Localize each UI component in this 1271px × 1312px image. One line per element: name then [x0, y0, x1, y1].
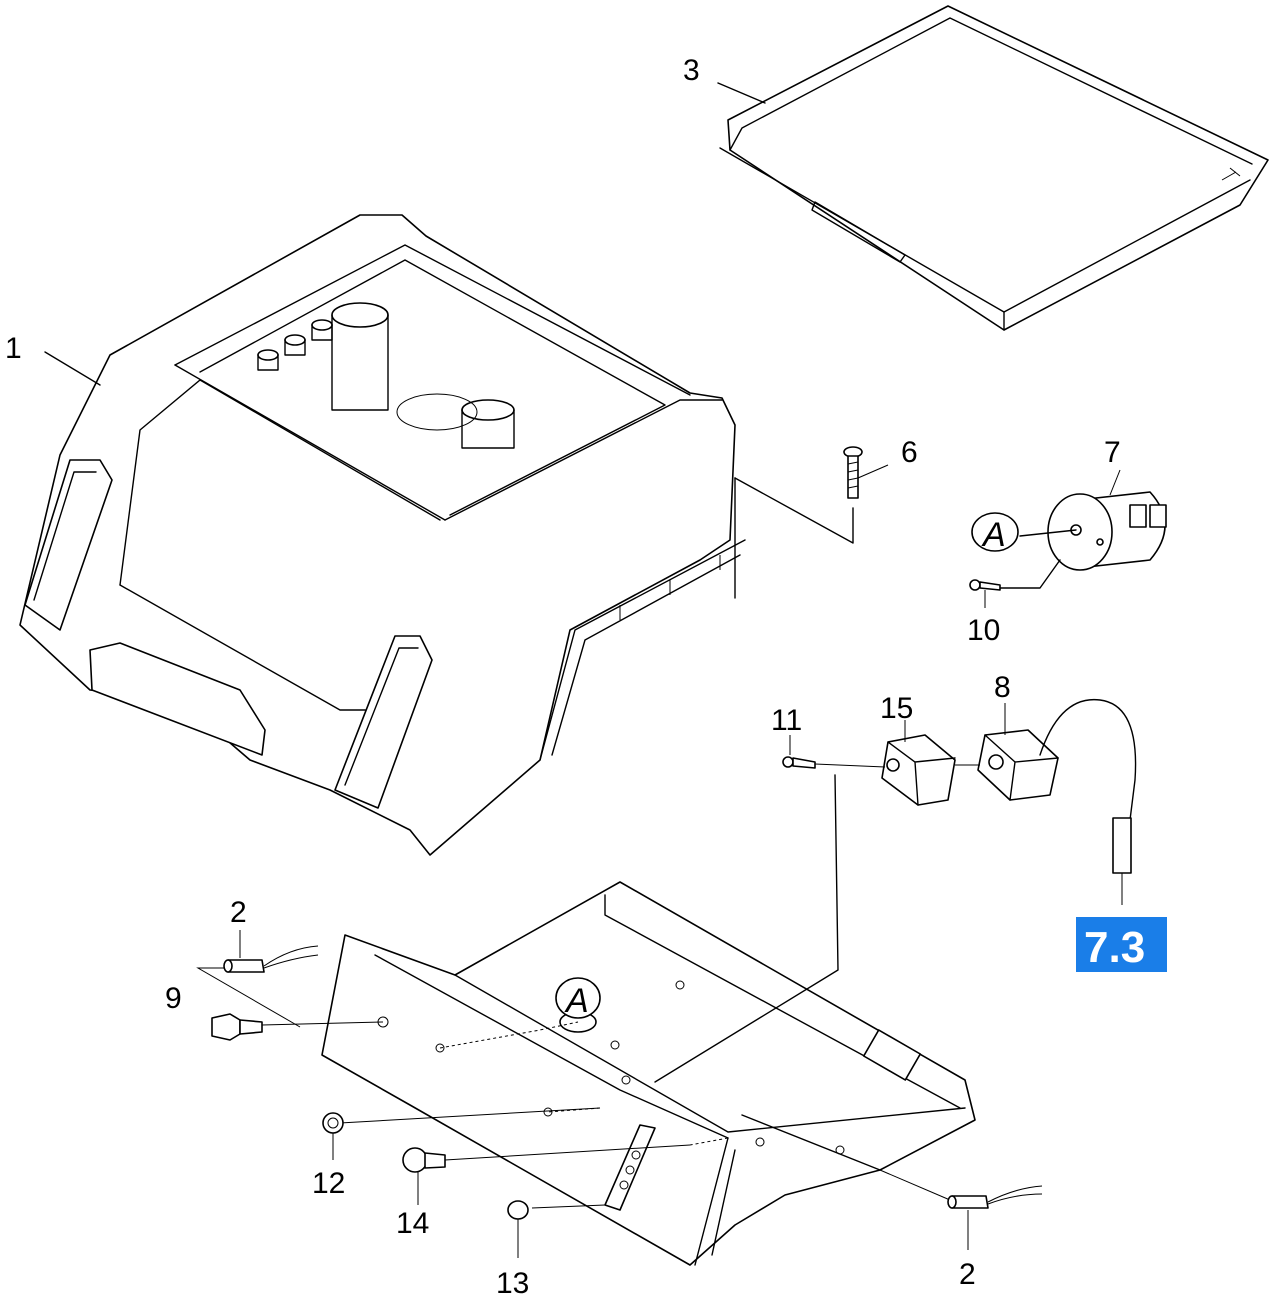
- callout-9: 9: [165, 982, 182, 1015]
- callout-12: 12: [312, 1167, 345, 1200]
- callout-2-left: 2: [230, 896, 247, 929]
- marker-a-upper-text: A: [981, 516, 1006, 554]
- marker-a-upper: A: [971, 512, 1019, 554]
- part-9-fitting: [211, 1013, 263, 1041]
- callout-13: 13: [496, 1267, 529, 1300]
- callout-15: 15: [880, 692, 913, 725]
- callout-6: 6: [901, 436, 918, 469]
- reference-badge-background: [1076, 917, 1167, 972]
- reference-badge[interactable]: 7.3: [1076, 917, 1167, 972]
- marker-a-lower-text: A: [564, 982, 589, 1020]
- callout-1: 1: [5, 332, 22, 365]
- part-2-pin-right: [947, 1185, 1043, 1209]
- part-12-nut: [322, 1112, 344, 1134]
- callout-3: 3: [683, 54, 700, 87]
- part-11-screw: [782, 756, 886, 769]
- marker-a-lower: A: [555, 977, 601, 1020]
- callout-14: 14: [396, 1207, 429, 1240]
- part-13-plug: [507, 1200, 529, 1220]
- reference-badge-label: 7.3: [1084, 923, 1145, 972]
- part-10-screw: [969, 579, 1001, 591]
- callout-2-right: 2: [959, 1258, 976, 1291]
- part-2-pin-left: [223, 945, 319, 973]
- callout-11: 11: [771, 704, 802, 737]
- part-6-screw: [734, 446, 863, 599]
- callout-8: 8: [994, 671, 1011, 704]
- part-1-housing: [19, 214, 746, 856]
- callout-7: 7: [1104, 436, 1121, 469]
- part-14-knob: [402, 1147, 446, 1173]
- part-3-cover: [719, 5, 1269, 331]
- part-7-motor: [999, 491, 1167, 589]
- part-15-block: [881, 734, 956, 806]
- leader-lines: [44, 82, 1121, 1258]
- callout-10: 10: [967, 614, 1000, 647]
- part-8-block: [955, 698, 1137, 905]
